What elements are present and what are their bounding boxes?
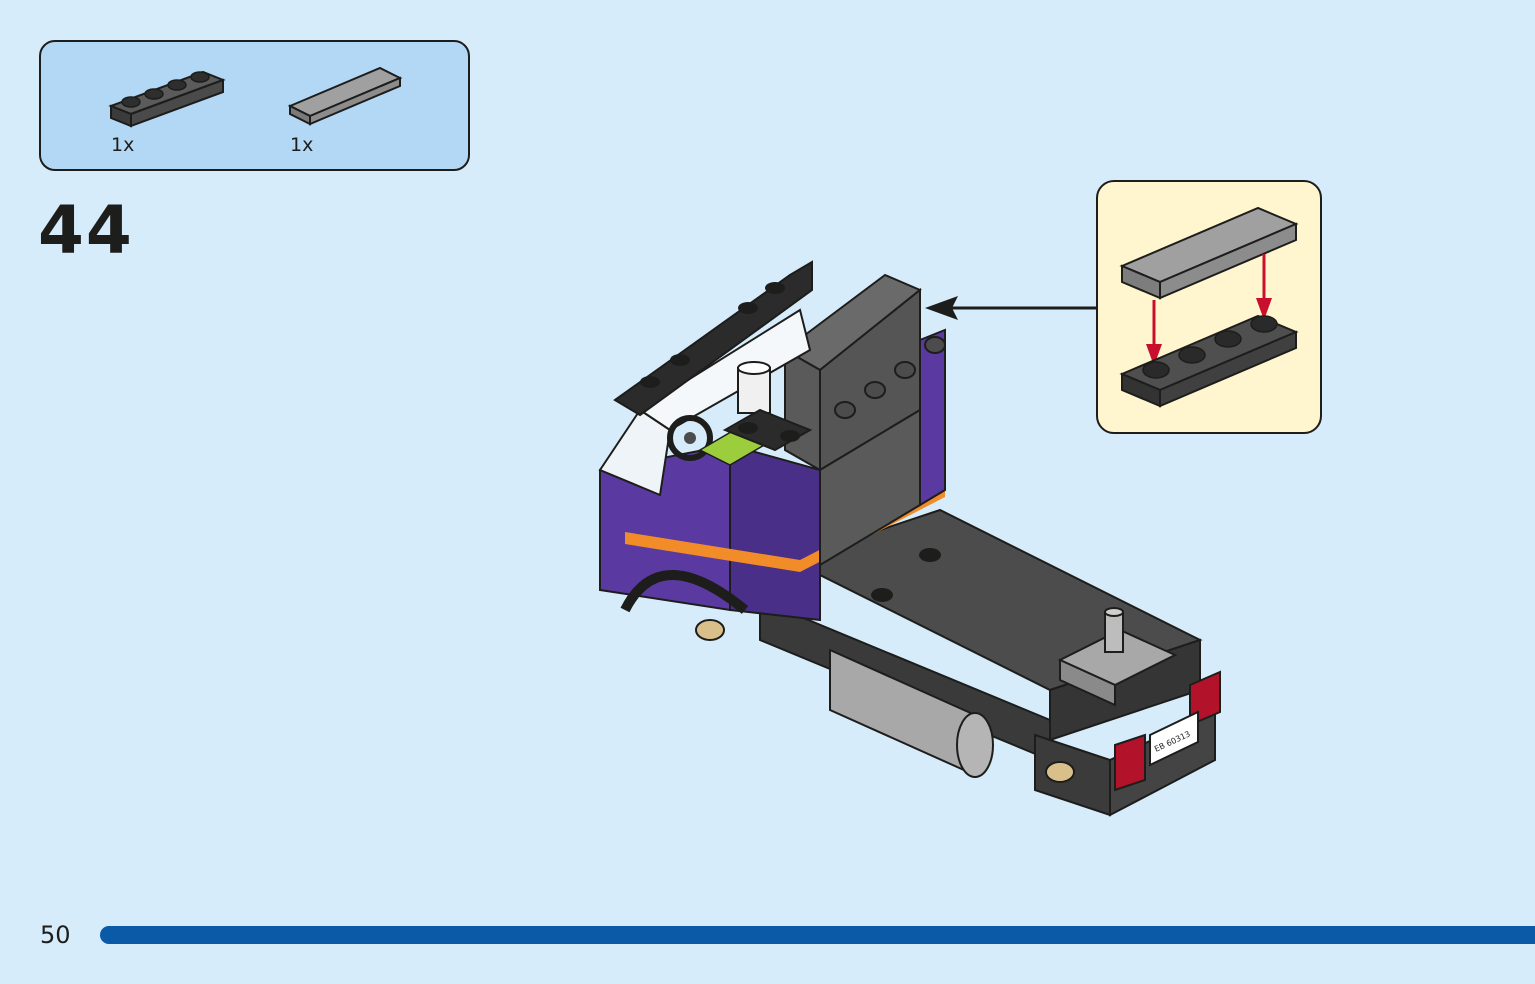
plate-1x4-icon xyxy=(108,70,226,128)
part-quantity: 1x xyxy=(290,134,314,156)
arrow-head-icon xyxy=(925,296,958,320)
down-arrow-icon xyxy=(1146,344,1162,366)
page-progress-bar xyxy=(100,926,1535,944)
part-quantity: 1x xyxy=(111,134,135,156)
parts-list-item-tile: 1x xyxy=(287,62,408,162)
page-number: 50 xyxy=(40,921,71,949)
sub-assembly-callout xyxy=(1096,180,1322,434)
down-arrow-icon xyxy=(1256,298,1272,320)
tile-1x4-icon xyxy=(287,66,403,126)
parts-list-box: 1x 1x xyxy=(39,40,470,171)
parts-list-item-plate: 1x xyxy=(108,62,229,162)
sub-assembly-illustration xyxy=(1119,206,1299,408)
step-number: 44 xyxy=(38,192,134,269)
